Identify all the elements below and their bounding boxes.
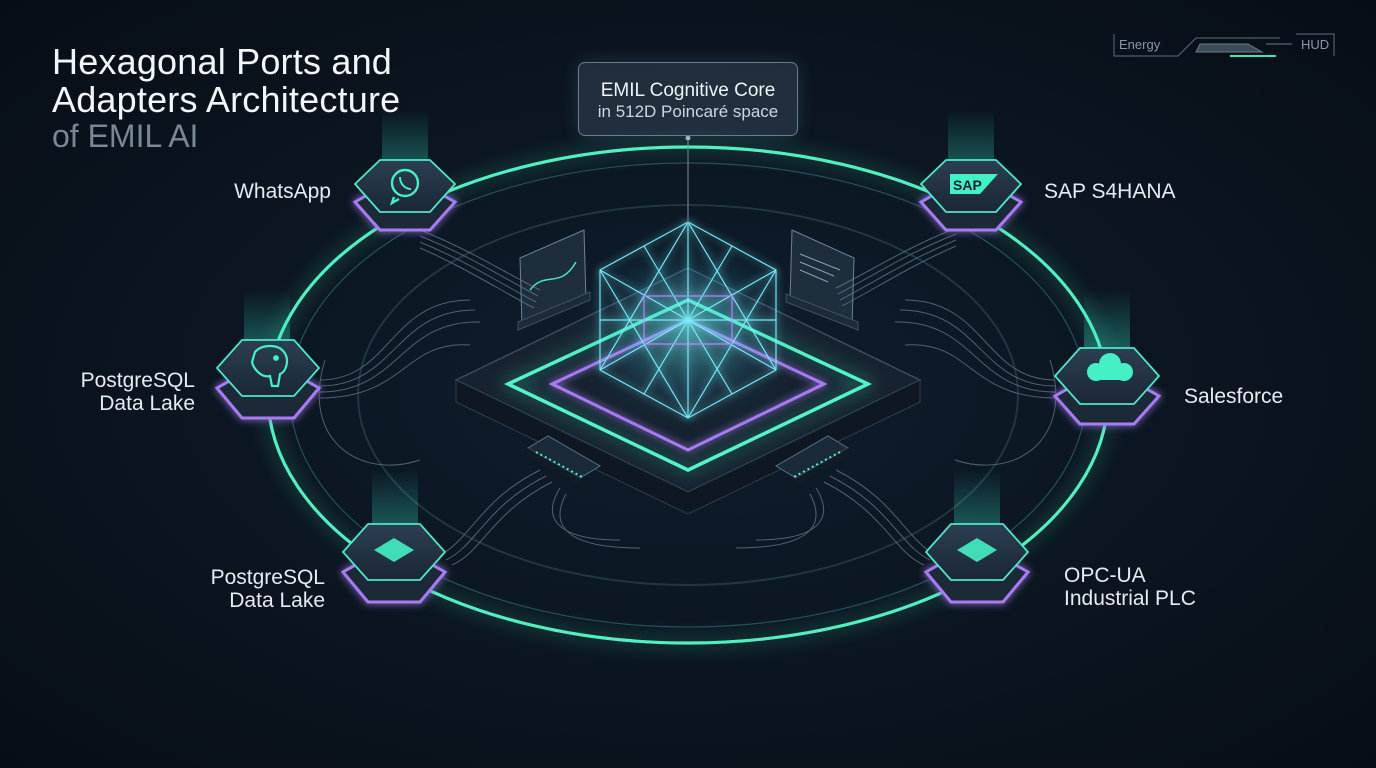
right-glass-panel bbox=[785, 229, 859, 331]
label-postgresql-bottom-line-2: Data Lake bbox=[229, 589, 325, 612]
label-sap-s4hana: SAP S4HANA bbox=[1044, 180, 1176, 203]
label-opc-ua-line-1: OPC-UA bbox=[1064, 564, 1146, 587]
svg-text:SAP: SAP bbox=[953, 177, 982, 193]
connector-wires bbox=[318, 227, 1057, 566]
postgresql-elephant-icon bbox=[250, 344, 289, 388]
adapter-node-whatsapp bbox=[352, 110, 458, 232]
left-port-block bbox=[527, 435, 601, 486]
adapter-node-salesforce bbox=[1052, 290, 1162, 426]
adapter-node-sap: SAP bbox=[918, 110, 1024, 232]
title-line-3: of EMIL AI bbox=[52, 118, 199, 154]
left-glass-panel bbox=[517, 229, 591, 331]
title-line-2: Adapters Architecture bbox=[52, 79, 401, 120]
label-postgresql-bottom: PostgreSQL Data Lake bbox=[190, 566, 325, 612]
label-opc-ua-line-2: Industrial PLC bbox=[1064, 587, 1196, 610]
title-line-1: Hexagonal Ports and bbox=[52, 41, 393, 82]
hud-left-label: Energy bbox=[1119, 37, 1161, 52]
diamond-icon bbox=[374, 538, 414, 562]
label-postgresql-bottom-line-1: PostgreSQL bbox=[210, 566, 325, 589]
whatsapp-icon bbox=[389, 168, 420, 206]
core-label-line-2: in 512D Poincaré space bbox=[597, 102, 779, 121]
page-title: Hexagonal Ports and Adapters Architectur… bbox=[52, 41, 401, 154]
label-salesforce: Salesforce bbox=[1184, 385, 1284, 408]
right-port-block bbox=[775, 435, 849, 486]
hud-widget bbox=[1113, 33, 1335, 57]
label-opc-ua: OPC-UA Industrial PLC bbox=[1064, 564, 1196, 610]
diamond-icon bbox=[957, 538, 997, 562]
sap-logo: SAP bbox=[950, 174, 998, 194]
core-label-line-1: EMIL Cognitive Core bbox=[600, 80, 776, 101]
label-postgresql-top: PostgreSQL Data Lake bbox=[60, 369, 195, 415]
adapter-node-postgresql-top bbox=[214, 290, 322, 420]
adapter-node-postgresql-bottom bbox=[340, 470, 448, 604]
cognitive-core-polytope bbox=[599, 221, 777, 419]
label-whatsapp: WhatsApp bbox=[234, 180, 331, 203]
adapter-node-opcua bbox=[923, 470, 1031, 604]
core-callout-dot bbox=[685, 135, 691, 141]
label-postgresql-top-line-1: PostgreSQL bbox=[80, 369, 195, 392]
hud-right-label: HUD bbox=[1301, 37, 1330, 52]
core-label-box: EMIL Cognitive Core in 512D Poincaré spa… bbox=[578, 62, 798, 136]
cloud-icon bbox=[1087, 353, 1133, 381]
label-postgresql-top-line-2: Data Lake bbox=[99, 392, 195, 415]
